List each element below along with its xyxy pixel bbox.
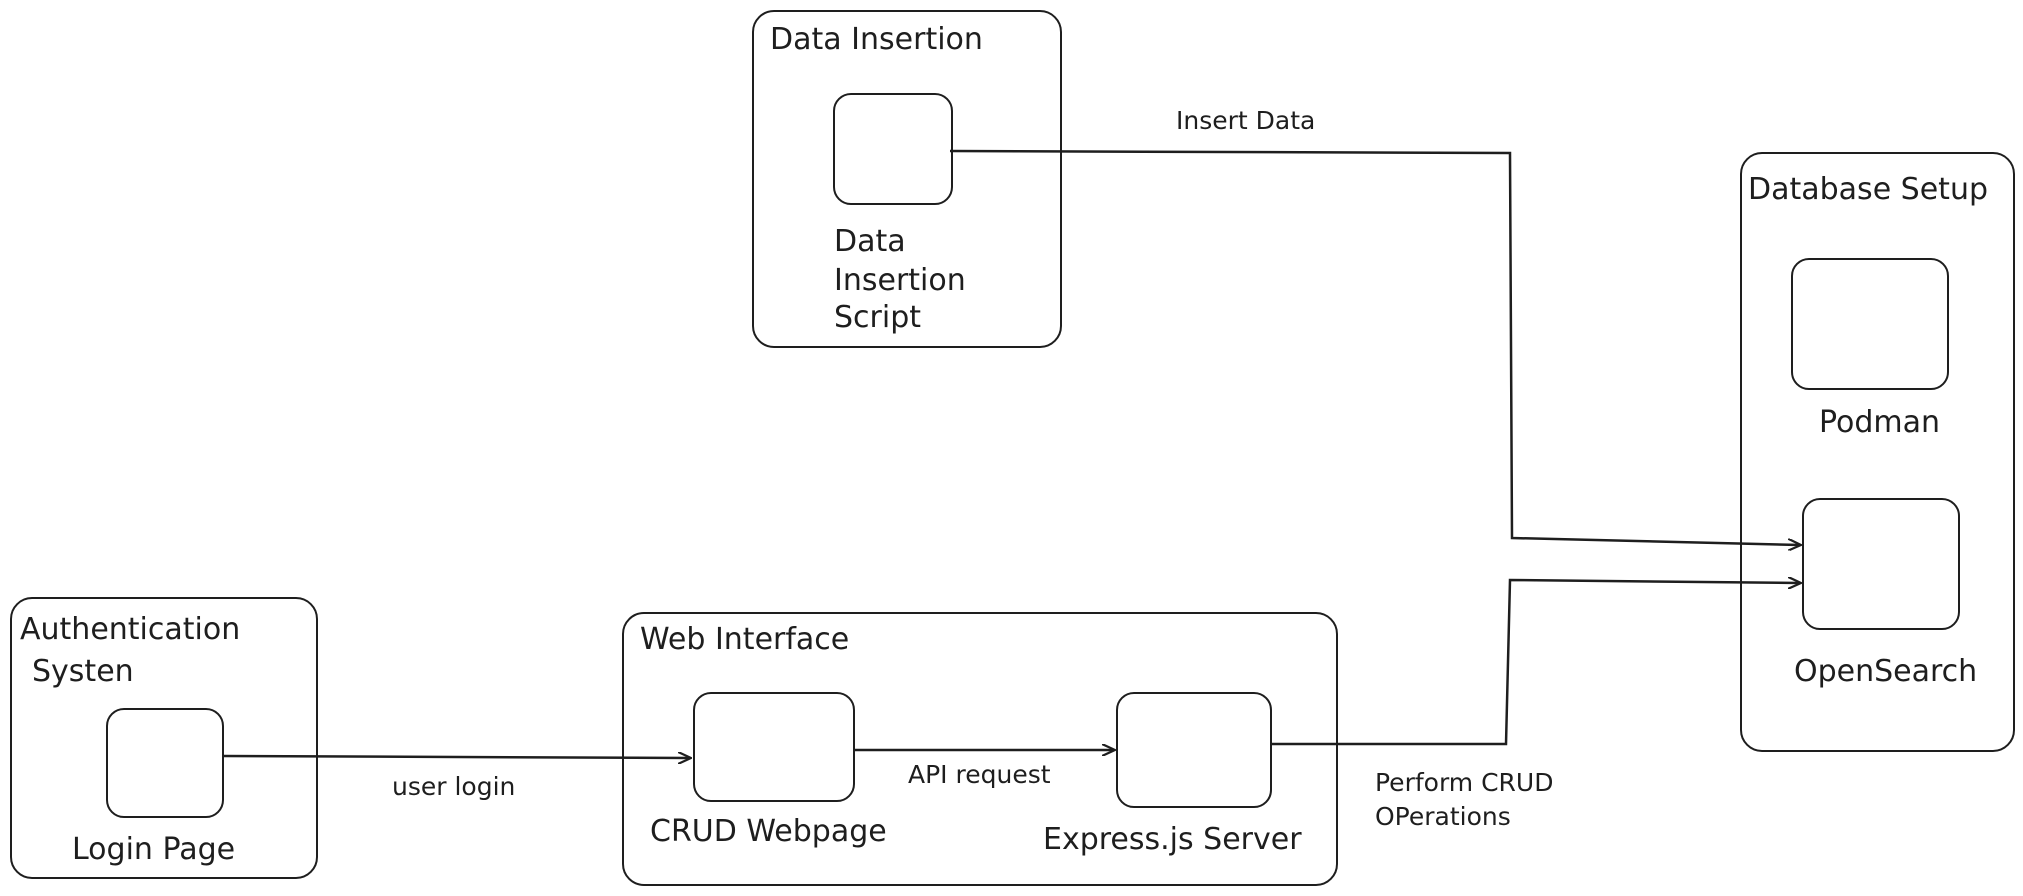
edge-crud-operations-label-line1: Perform CRUD [1375, 768, 1554, 797]
group-database-setup-title: Database Setup [1748, 172, 1988, 207]
node-login-page-label: Login Page [72, 832, 236, 867]
node-crud-webpage-label: CRUD Webpage [650, 814, 887, 849]
edge-insert-data-label: Insert Data [1176, 106, 1316, 135]
node-data-insertion-script-label-line2: Insertion [834, 263, 966, 298]
group-data-insertion-title: Data Insertion [770, 22, 983, 57]
group-web-interface-title: Web Interface [640, 622, 850, 657]
group-authentication-title-line1: Authentication [20, 612, 241, 647]
node-login-page[interactable] [106, 708, 224, 818]
edge-user-login [223, 756, 690, 758]
node-opensearch[interactable] [1802, 498, 1960, 630]
edge-crud-operations [1272, 580, 1800, 746]
edge-insert-data [949, 149, 1800, 545]
node-podman-label: Podman [1819, 405, 1941, 440]
node-data-insertion-script-label-line3: Script [834, 300, 922, 335]
node-opensearch-label: OpenSearch [1794, 654, 1978, 689]
group-database-setup [1740, 152, 2015, 752]
group-authentication [10, 597, 318, 879]
node-express-server[interactable] [1116, 692, 1272, 808]
node-podman[interactable] [1791, 258, 1949, 390]
group-web-interface [622, 612, 1338, 886]
node-data-insertion-script-label-line1: Data [834, 224, 906, 259]
node-crud-webpage[interactable] [693, 692, 855, 802]
edge-crud-operations-label-line2: OPerations [1375, 802, 1511, 831]
edge-api-request-label: API request [908, 760, 1051, 789]
edge-user-login-label: user login [392, 772, 516, 801]
group-authentication-title-line2: Systen [32, 654, 134, 689]
group-data-insertion [752, 10, 1062, 348]
node-data-insertion-script[interactable] [833, 93, 953, 205]
node-express-server-label: Express.js Server [1043, 822, 1302, 857]
